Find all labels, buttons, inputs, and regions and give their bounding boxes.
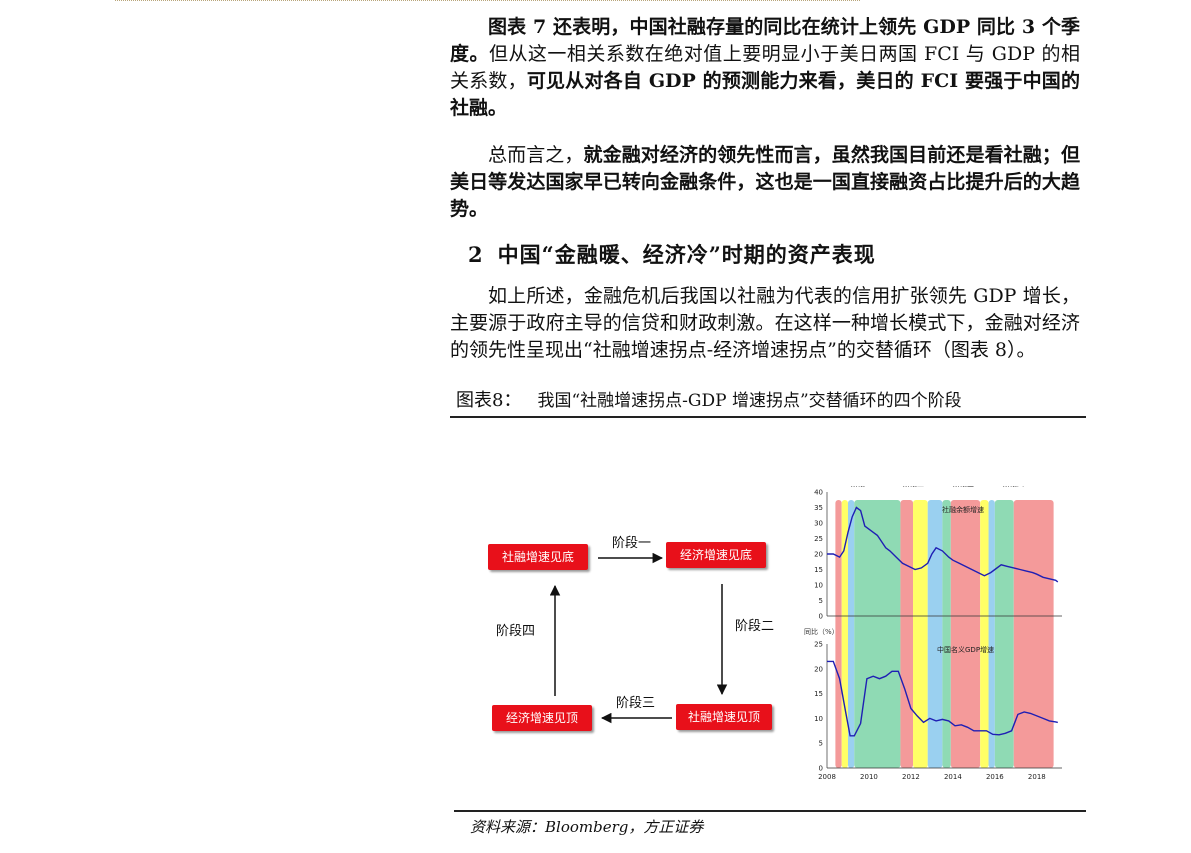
stage-band xyxy=(994,500,1014,768)
series-line xyxy=(827,506,1059,583)
paragraph-2: 总而言之，就金融对经济的领先性而言，虽然我国目前还是看社融；但美日等发达国家早已… xyxy=(450,142,1080,223)
stage-band xyxy=(942,500,951,768)
y-tick-label: 5 xyxy=(819,740,823,748)
x-tick-label: 2014 xyxy=(944,773,962,781)
y-tick-label: 35 xyxy=(814,504,823,512)
y-tick-label: 15 xyxy=(814,690,823,698)
stage-band xyxy=(913,500,928,768)
paragraph-2-bold: 就金融对经济的领先性而言，虽然我国目前还是看社融；但美日等发达国家早已转向金融条… xyxy=(450,144,1080,220)
series-label: 社融余额增速 xyxy=(942,505,984,514)
stage-3-label: 阶段三 xyxy=(616,696,656,711)
figure-8: 社融增速见底 经济增速见底 社融增速见顶 经济增速见顶 阶段一 阶段二 阶段三 … xyxy=(450,472,1090,810)
axis-ylabel: 同比（%） xyxy=(804,627,839,636)
cycle-box-economy-peak: 经济增速见顶 xyxy=(492,705,592,731)
stage-2-label: 阶段二 xyxy=(735,619,775,634)
stage-band xyxy=(900,500,914,768)
figure-source: 资料来源：Bloomberg，方正证券 xyxy=(470,818,704,836)
y-tick-label: 30 xyxy=(814,520,823,528)
figure-label: 图表8： xyxy=(456,390,522,411)
paragraph-1-bold-a: 图表 7 还表明，中国社融存量的同比在统计上领先 GDP 同比 3 个季度。 xyxy=(450,16,1080,65)
section-heading: 2 中国“金融暖、经济冷”时期的资产表现 xyxy=(450,239,1080,269)
x-tick-label: 2010 xyxy=(860,773,878,781)
legend-label: 阶段三 xyxy=(953,486,974,488)
stage-band xyxy=(980,500,989,768)
cycle-box-financing-trough: 社融增速见底 xyxy=(488,544,588,570)
figure-caption-text: 我国“社融增速拐点-GDP 增速拐点”交替循环的四个阶段 xyxy=(537,391,962,411)
y-tick-label: 10 xyxy=(814,582,823,590)
figure-caption: 图表8： 我国“社融增速拐点-GDP 增速拐点”交替循环的四个阶段 xyxy=(450,386,1086,418)
paragraph-2-text: 总而言之， xyxy=(488,144,584,166)
legend-label: 阶段一 xyxy=(851,486,872,488)
stage-band xyxy=(841,500,848,768)
y-tick-label: 0 xyxy=(819,765,823,773)
stage-4-label: 阶段四 xyxy=(496,624,536,639)
section-title: 中国“金融暖、经济冷”时期的资产表现 xyxy=(497,242,876,267)
cycle-box-economy-trough: 经济增速见底 xyxy=(666,542,766,568)
stage-band xyxy=(988,500,995,768)
stage-1-label: 阶段一 xyxy=(612,536,652,551)
y-tick-label: 25 xyxy=(814,535,823,543)
y-tick-label: 0 xyxy=(819,613,823,621)
paragraph-1-text: 但从这一相关系数在绝对值上要明显小于美日两国 FCI 与 GDP 的相关系数， xyxy=(450,43,1080,92)
paragraph-1: 图表 7 还表明，中国社融存量的同比在统计上领先 GDP 同比 3 个季度。但从… xyxy=(450,14,1080,122)
cycle-arrows xyxy=(549,552,728,724)
figure-bottom-rule xyxy=(454,810,1086,812)
x-tick-label: 2018 xyxy=(1028,773,1046,781)
stage-band xyxy=(854,500,901,768)
y-tick-label: 10 xyxy=(814,715,823,723)
series-line xyxy=(827,660,1058,737)
section-number: 2 xyxy=(468,242,484,267)
y-tick-label: 20 xyxy=(814,551,823,559)
page-header-rule xyxy=(115,0,860,1)
legend-label: 阶段四 xyxy=(1003,486,1024,488)
stage-band xyxy=(950,500,981,768)
stage-band xyxy=(835,500,842,768)
stage-band xyxy=(927,500,943,768)
y-tick-label: 40 xyxy=(814,489,823,497)
stage-band xyxy=(847,500,855,768)
paragraph-3: 如上所述，金融危机后我国以社融为代表的信用扩张领先 GDP 增长，主要源于政府主… xyxy=(450,285,1080,361)
y-tick-label: 25 xyxy=(814,641,823,649)
stage-charts: 阶段一阶段二阶段三阶段四同比（%）4035302520151050社融余额增速同… xyxy=(804,486,1062,781)
y-tick-label: 5 xyxy=(819,597,823,605)
y-tick-label: 20 xyxy=(814,665,823,673)
cycle-box-financing-peak: 社融增速见顶 xyxy=(676,704,772,730)
paragraph-1-bold-b: 可见从对各自 GDP 的预测能力来看，美日的 FCI 要强于中国的社融。 xyxy=(450,70,1080,119)
y-tick-label: 15 xyxy=(814,566,823,574)
stage-band xyxy=(1013,500,1054,768)
document-body: 图表 7 还表明，中国社融存量的同比在统计上领先 GDP 同比 3 个季度。但从… xyxy=(450,14,1086,418)
series-label: 中国名义GDP增速 xyxy=(937,645,994,654)
x-tick-label: 2012 xyxy=(902,773,920,781)
x-tick-label: 2008 xyxy=(818,773,836,781)
x-tick-label: 2016 xyxy=(986,773,1004,781)
legend-label: 阶段二 xyxy=(903,486,924,488)
